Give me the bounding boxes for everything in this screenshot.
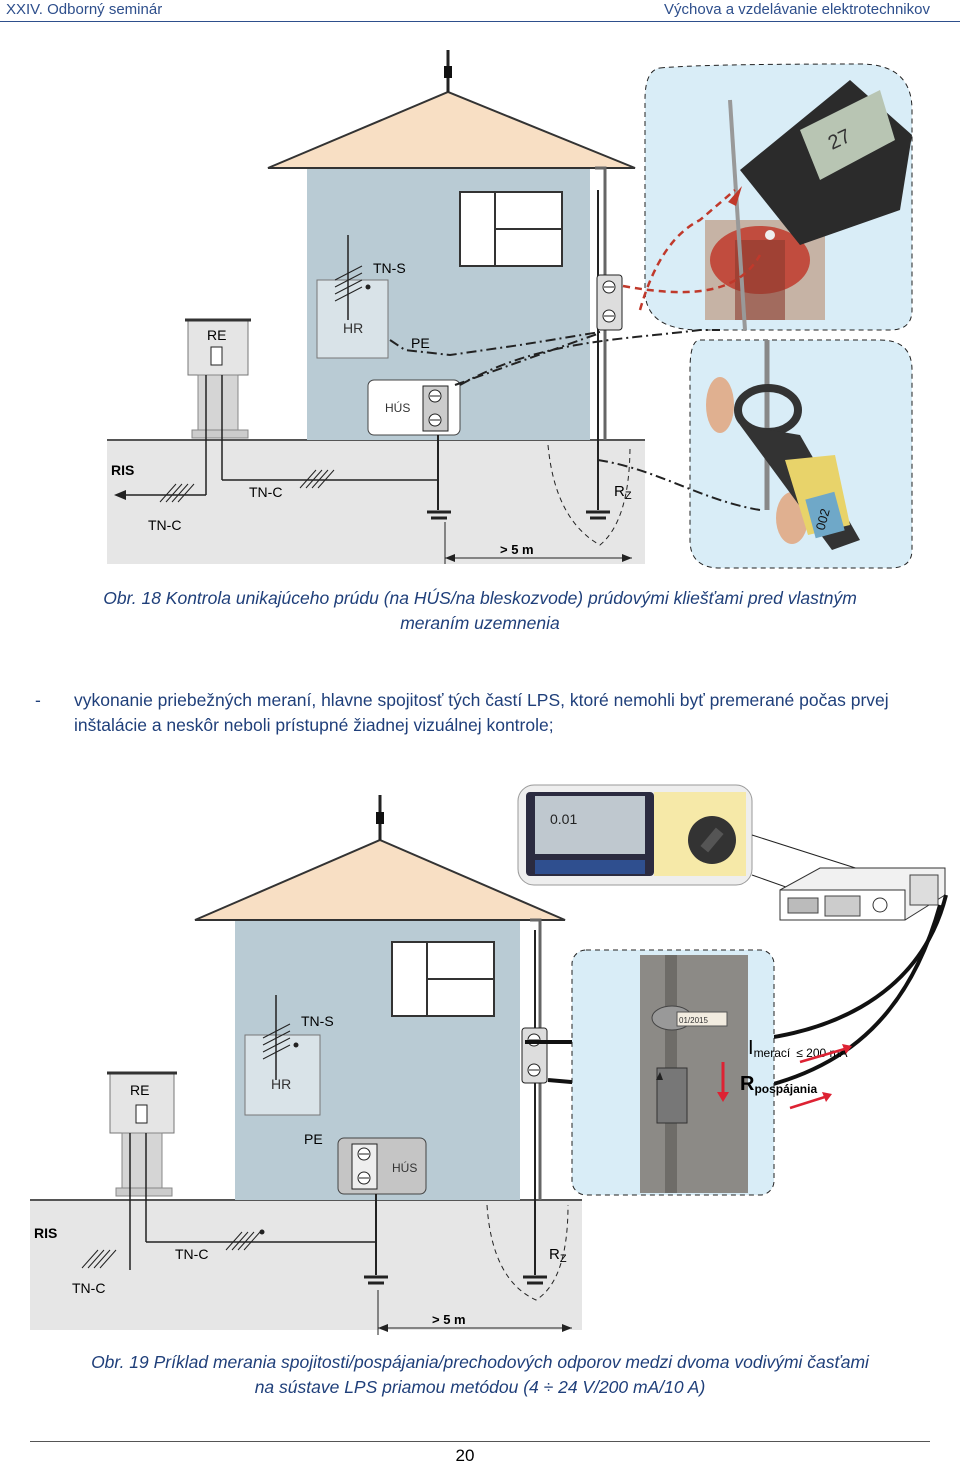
meter-display: 0.01 (550, 811, 577, 827)
house-roof-2 (194, 838, 566, 921)
label-distance: > 5 m (500, 542, 534, 557)
footer-rule (30, 1441, 930, 1442)
label-hr-2: HR (271, 1076, 291, 1092)
caption-18-line-2: meraním uzemnenia (400, 613, 560, 633)
header-topic: Výchova a vzdelávanie elektrotechnikov (664, 1, 930, 18)
clamp-meter-photo-2: 002 (706, 340, 860, 550)
label-rz: RZ (614, 483, 632, 502)
house-roof (267, 90, 636, 169)
clamp-meter-photo-1: 27 (705, 80, 912, 331)
label-hr: HR (343, 320, 363, 336)
figure-18-caption: Obr. 18 Kontrola unikajúceho prúdu (na H… (40, 586, 920, 636)
figure-19-caption: Obr. 19 Príklad merania spojitosti/pospá… (40, 1350, 920, 1400)
page-number: 20 (455, 1446, 475, 1465)
label-re-2: RE (130, 1082, 149, 1098)
label-hus-2: HÚS (392, 1160, 417, 1175)
meter-photo-inset: 0.01 (517, 784, 753, 886)
caption-18-line-1: Obr. 18 Kontrola unikajúceho prúdu (na H… (103, 588, 857, 608)
label-tnc-mid-2: TN-C (175, 1246, 208, 1262)
figure-19: TN-S HR PE HÚS > 5 m RE RI (0, 780, 960, 1340)
hr-box (316, 279, 389, 359)
label-distance-2: > 5 m (432, 1312, 466, 1327)
label-tnc-mid: TN-C (249, 484, 282, 500)
label-pe: PE (411, 335, 430, 351)
bullet-text: vykonanie priebežných meraní, hlavne spo… (74, 690, 889, 735)
clamp-2-display: 002 (813, 507, 833, 532)
page-header: XXIV. Odborný seminár Výchova a vzdeláva… (0, 0, 960, 22)
bullet-dash: - (35, 690, 41, 710)
header-rule (0, 21, 960, 22)
bonding-photo: 01/2015 (571, 949, 775, 1196)
label-tnc-low-2: TN-C (72, 1280, 105, 1296)
ground-area (107, 440, 645, 564)
caption-19-line-2: na sústave LPS priamou metódou (4 ÷ 24 V… (254, 1377, 706, 1397)
label-rz-2: RZ (549, 1246, 567, 1265)
figure-18-diagram: TN-S HR PE HÚS > 5 m RE (107, 50, 913, 569)
label-pe-2: PE (304, 1131, 323, 1147)
loop-tester-instrument (779, 867, 946, 921)
ground-area-2 (30, 1200, 582, 1330)
label-r-bond: Rpospájania (740, 1073, 817, 1096)
label-ris: RIS (111, 462, 134, 478)
label-re: RE (207, 327, 226, 343)
label-hus: HÚS (385, 400, 410, 415)
figure-18: TN-S HR PE HÚS > 5 m RE (0, 40, 960, 570)
label-tns: TN-S (373, 260, 406, 276)
label-ris-2: RIS (34, 1225, 57, 1241)
hr-box-2 (244, 1034, 321, 1116)
label-tnc-low: TN-C (148, 517, 181, 533)
header-seminar-title: XXIV. Odborný seminár (6, 1, 163, 18)
label-i-meas: Imerací≤ 200 mA (748, 1037, 848, 1060)
label-tns-2: TN-S (301, 1013, 334, 1029)
figure-19-diagram: TN-S HR PE HÚS > 5 m RE RI (30, 784, 948, 1335)
caption-19-line-1: Obr. 19 Príklad merania spojitosti/pospá… (91, 1352, 869, 1372)
plate-label: 01/2015 (679, 1016, 708, 1025)
